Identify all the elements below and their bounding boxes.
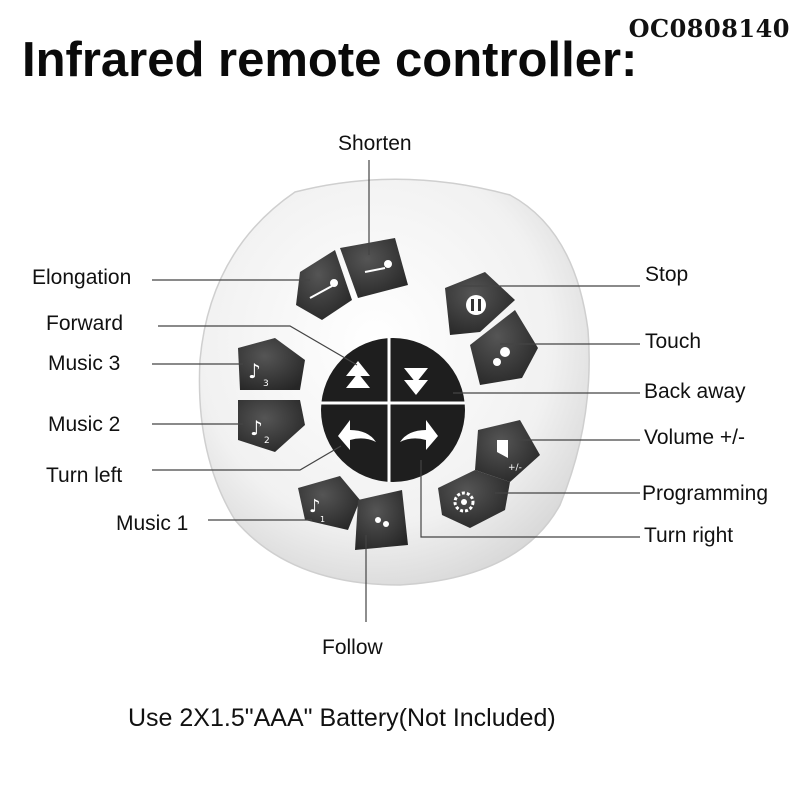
forward-arrow-icon [346,361,370,388]
label-volume: Volume +/- [644,426,745,449]
label-turn-right: Turn right [644,524,734,547]
gear-icon [453,491,475,513]
music-note-icon: ♪ [309,496,321,517]
turn-right-arrow-icon [400,420,438,450]
music-note-icon: ♪ [248,359,261,383]
direction-pad [321,338,465,482]
speaker-icon [497,440,508,458]
pause-icon [466,295,486,315]
label-shorten: Shorten [338,132,412,155]
label-touch: Touch [645,330,702,353]
music-2-button[interactable]: ♪ 2 [238,400,305,452]
forward-button[interactable] [346,361,370,388]
follow-signal-icon [375,517,389,527]
product-code: OC0808140 [628,14,790,43]
label-stop: Stop [645,263,689,286]
label-back-away: Back away [644,380,746,403]
label-music-2: Music 2 [48,413,121,436]
back-away-button[interactable] [404,368,428,395]
dog-short-icon [364,260,392,273]
svg-text:3: 3 [263,379,269,389]
turn-left-button[interactable] [338,420,376,450]
volume-button[interactable]: +/- [475,420,540,482]
programming-button[interactable] [438,470,510,528]
battery-note: Use 2X1.5"AAA" Battery(Not Included) [128,704,556,732]
label-music-1: Music 1 [116,512,189,535]
music-note-icon: ♪ [250,416,263,440]
turn-left-arrow-icon [338,420,376,450]
page-title: Infrared remote controller: [22,33,638,87]
label-follow: Follow [322,636,383,659]
stop-button[interactable] [445,272,515,335]
touch-hand-icon [493,347,510,366]
label-elongation: Elongation [32,266,132,289]
svg-text:1: 1 [320,515,325,524]
shorten-button[interactable] [340,238,408,298]
back-arrow-icon [404,368,428,395]
touch-button[interactable] [470,310,538,385]
music-1-button[interactable]: ♪ 1 [298,476,360,530]
label-music-3: Music 3 [48,352,121,375]
follow-button[interactable] [355,490,408,550]
music-3-button[interactable]: ♪ 3 [238,338,305,390]
label-forward: Forward [46,312,124,335]
turn-right-button[interactable] [400,420,438,450]
dog-long-icon [309,279,338,299]
label-turn-left: Turn left [46,464,123,487]
svg-text:+/-: +/- [508,463,522,473]
svg-text:2: 2 [264,436,270,446]
callout-lines [152,160,640,622]
label-programming: Programming [642,482,769,505]
elongation-button[interactable] [296,250,352,320]
